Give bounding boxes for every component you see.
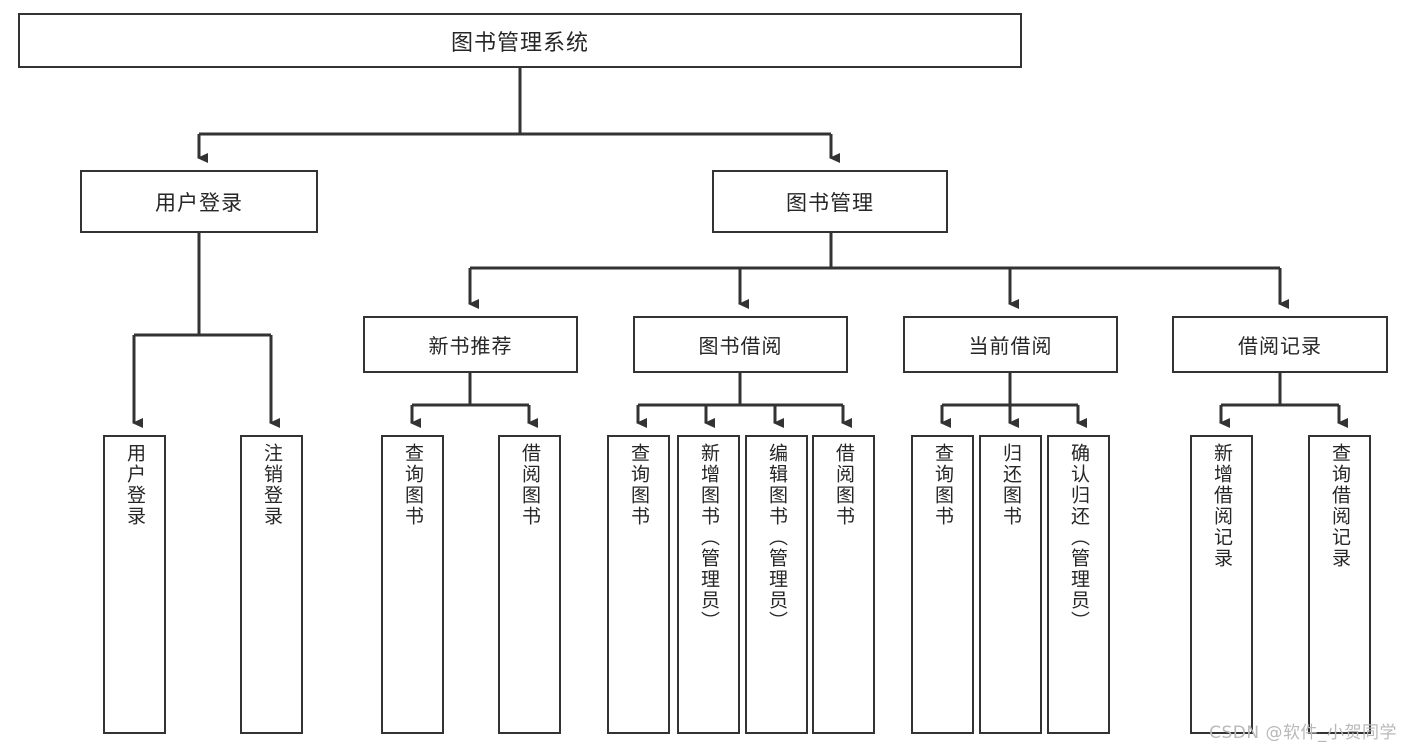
leaf-current-borrow-confirm-return[interactable]: 确认归还（管理员） xyxy=(1047,435,1110,734)
leaf-book-borrow-add[interactable]: 新增图书（管理员） xyxy=(677,435,740,734)
node-new-book-recommend[interactable]: 新书推荐 xyxy=(363,316,578,373)
node-label: 确认归还（管理员） xyxy=(1068,443,1090,632)
node-label: 注销登录 xyxy=(261,443,283,527)
leaf-book-borrow-lend[interactable]: 借阅图书 xyxy=(812,435,875,734)
csdn-watermark: CSDN @软件_小贺同学 xyxy=(1209,723,1397,743)
node-label: 归还图书 xyxy=(1000,443,1022,527)
leaf-book-borrow-edit[interactable]: 编辑图书（管理员） xyxy=(745,435,808,734)
leaf-user-login-logout[interactable]: 注销登录 xyxy=(240,435,303,734)
node-root-system[interactable]: 图书管理系统 xyxy=(18,13,1022,68)
leaf-borrow-record-query[interactable]: 查询借阅记录 xyxy=(1308,435,1371,734)
node-label: 图书借阅 xyxy=(698,334,783,358)
node-label: 查询图书 xyxy=(932,443,954,527)
leaf-user-login-login[interactable]: 用户登录 xyxy=(103,435,166,734)
node-book-borrow[interactable]: 图书借阅 xyxy=(633,316,848,373)
node-label: 查询借阅记录 xyxy=(1329,443,1351,569)
node-label: 用户登录 xyxy=(124,443,146,527)
node-label: 图书管理系统 xyxy=(450,30,589,56)
node-borrow-record[interactable]: 借阅记录 xyxy=(1172,316,1388,373)
leaf-borrow-record-add[interactable]: 新增借阅记录 xyxy=(1190,435,1253,734)
leaf-new-book-borrow[interactable]: 借阅图书 xyxy=(498,435,561,734)
node-label: 图书管理 xyxy=(786,190,874,215)
node-label: 新增借阅记录 xyxy=(1211,443,1233,569)
node-book-management[interactable]: 图书管理 xyxy=(712,170,948,233)
node-label: 编辑图书（管理员） xyxy=(766,443,788,632)
node-label: 新书推荐 xyxy=(428,334,513,358)
node-user-login[interactable]: 用户登录 xyxy=(80,170,318,233)
node-label: 查询图书 xyxy=(628,443,650,527)
node-label: 新增图书（管理员） xyxy=(698,443,720,632)
leaf-current-borrow-query[interactable]: 查询图书 xyxy=(911,435,974,734)
node-label: 用户登录 xyxy=(155,190,243,215)
leaf-new-book-query[interactable]: 查询图书 xyxy=(381,435,444,734)
node-label: 当前借阅 xyxy=(968,334,1053,358)
leaf-book-borrow-query[interactable]: 查询图书 xyxy=(607,435,670,734)
node-label: 借阅图书 xyxy=(519,443,541,527)
node-label: 借阅图书 xyxy=(833,443,855,527)
leaf-current-borrow-return[interactable]: 归还图书 xyxy=(979,435,1042,734)
node-label: 借阅记录 xyxy=(1238,334,1322,358)
node-current-borrow[interactable]: 当前借阅 xyxy=(903,316,1118,373)
node-label: 查询图书 xyxy=(402,443,424,527)
